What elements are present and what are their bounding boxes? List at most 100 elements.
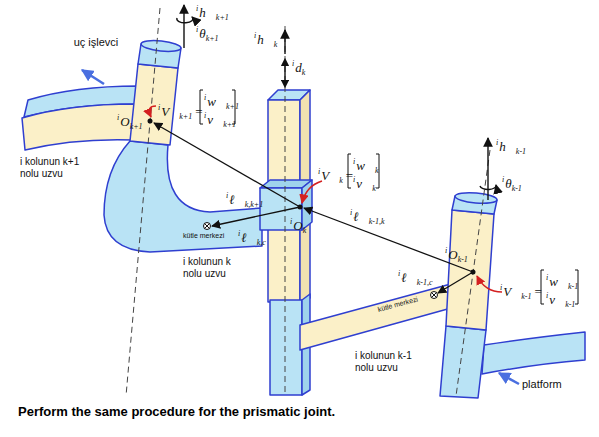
mass-center-label: kütle merkezi <box>377 295 419 313</box>
link-label: i kolunun k nolu uzvu <box>183 256 245 279</box>
caption: Perform the same procedure for the prism… <box>18 404 335 419</box>
subscript: k-1 <box>521 292 531 301</box>
math-symbol: h⃗ <box>199 5 216 20</box>
math-symbol: O <box>293 218 302 233</box>
math-symbol: w⃗ <box>549 274 568 289</box>
math-symbol: ℓ⃗ <box>353 209 369 224</box>
equals-sign: = <box>195 104 202 119</box>
mass-center-symbols <box>204 223 438 299</box>
component-label: platform <box>522 378 562 391</box>
subscript: k,c <box>257 238 266 247</box>
math-symbol: V⃗ <box>161 104 179 119</box>
math-symbol: d <box>295 60 302 75</box>
subscript: k+1 <box>179 112 192 121</box>
equals-sign: = <box>346 168 353 183</box>
math-label: iOk <box>290 214 306 239</box>
component-label: uç işlevci <box>70 36 122 49</box>
link-shapes <box>22 39 585 398</box>
math-label: iw⃗k-1 <box>546 270 578 295</box>
subscript: k-1 <box>458 255 468 264</box>
index-superscript: i <box>204 93 206 102</box>
math-label: iV⃗k+1= <box>158 100 203 125</box>
math-symbol: ℓ⃗ <box>229 192 245 207</box>
math-symbol: V⃗ <box>321 168 339 183</box>
subscript: k+1 <box>130 122 143 131</box>
frame-origins <box>148 119 476 275</box>
subscript: k <box>372 184 376 193</box>
index-superscript: i <box>496 138 498 147</box>
subscript: k-1,k <box>369 217 385 226</box>
math-label: iw⃗k <box>353 154 379 179</box>
position-vectors <box>154 123 473 293</box>
math-symbol: O <box>448 247 457 262</box>
index-superscript: i <box>546 291 548 300</box>
index-superscript: i <box>196 25 198 34</box>
math-label: iw⃗k+1 <box>204 90 239 115</box>
index-superscript: i <box>350 208 352 217</box>
index-superscript: i <box>254 31 256 40</box>
math-symbol: w⃗ <box>356 158 375 173</box>
joint-axes <box>126 8 490 396</box>
math-symbol: h⃗ <box>257 32 274 47</box>
index-superscript: i <box>290 217 292 226</box>
math-label: iθk-1 <box>502 172 522 197</box>
math-label: iℓ⃗k-1,k <box>350 205 385 230</box>
subscript: k-1,c <box>417 278 433 287</box>
math-label: iOk+1 <box>117 110 143 135</box>
subscript: k-1 <box>516 147 526 156</box>
index-superscript: i <box>353 175 355 184</box>
math-label: iV⃗k= <box>318 164 353 189</box>
link-label: i kolunun k-1 nolu uzvu <box>355 350 425 373</box>
math-label: ih⃗k <box>254 28 277 53</box>
index-superscript: i <box>502 175 504 184</box>
subscript: k <box>302 68 306 77</box>
mass-center-label: kütle merkezi <box>183 232 224 240</box>
subscript: k <box>375 166 379 175</box>
math-symbol: w⃗ <box>207 94 226 109</box>
index-superscript: i <box>238 229 240 238</box>
math-symbol: v⃗ <box>356 176 372 191</box>
index-superscript: i <box>226 191 228 200</box>
math-symbol: v⃗ <box>549 292 565 307</box>
index-superscript: i <box>398 269 400 278</box>
math-label: iOk-1 <box>445 243 468 268</box>
math-symbol: ℓ⃗ <box>401 270 417 285</box>
axis-arrows <box>177 5 496 200</box>
index-superscript: i <box>318 167 320 176</box>
index-superscript: i <box>158 103 160 112</box>
index-superscript: i <box>196 4 198 13</box>
index-superscript: i <box>292 59 294 68</box>
math-symbol: ℓ⃗ <box>241 230 257 245</box>
math-symbol: h⃗ <box>499 139 516 154</box>
math-symbol: O <box>120 114 129 129</box>
subscript: k-1 <box>568 282 578 291</box>
math-label: iV⃗k-1 = <box>500 280 542 305</box>
index-superscript: i <box>204 111 206 120</box>
twist-pointers <box>149 106 502 292</box>
subscript: k-1 <box>512 184 522 193</box>
math-symbol: V⃗ <box>503 284 521 299</box>
math-label: iℓ⃗k,k+1 <box>226 188 263 213</box>
subscript: k+1 <box>223 120 236 129</box>
index-superscript: i <box>546 273 548 282</box>
index-superscript: i <box>117 113 119 122</box>
matrix-brackets <box>200 90 578 304</box>
math-label: iθk+1 <box>196 22 219 47</box>
link-label: i kolunun k+1 nolu uzvu <box>20 156 92 179</box>
index-superscript: i <box>353 157 355 166</box>
index-superscript: i <box>500 283 502 292</box>
math-label: iℓ⃗k-1,c <box>398 266 433 291</box>
math-symbol: v⃗ <box>207 112 223 127</box>
subscript: k <box>274 40 278 49</box>
math-label: ih⃗k-1 <box>496 135 526 160</box>
subscript: k <box>339 176 343 185</box>
index-superscript: i <box>445 246 447 255</box>
math-label: ih⃗k+1 <box>196 1 229 26</box>
math-symbol: θ <box>199 26 205 41</box>
math-symbol: θ <box>505 176 511 191</box>
subscript: k+1 <box>226 102 239 111</box>
math-label: iv⃗k <box>353 172 376 197</box>
equals-sign: = <box>535 284 542 299</box>
subscript: k+1 <box>216 13 229 22</box>
math-label: iℓ⃗k,c <box>238 226 266 251</box>
